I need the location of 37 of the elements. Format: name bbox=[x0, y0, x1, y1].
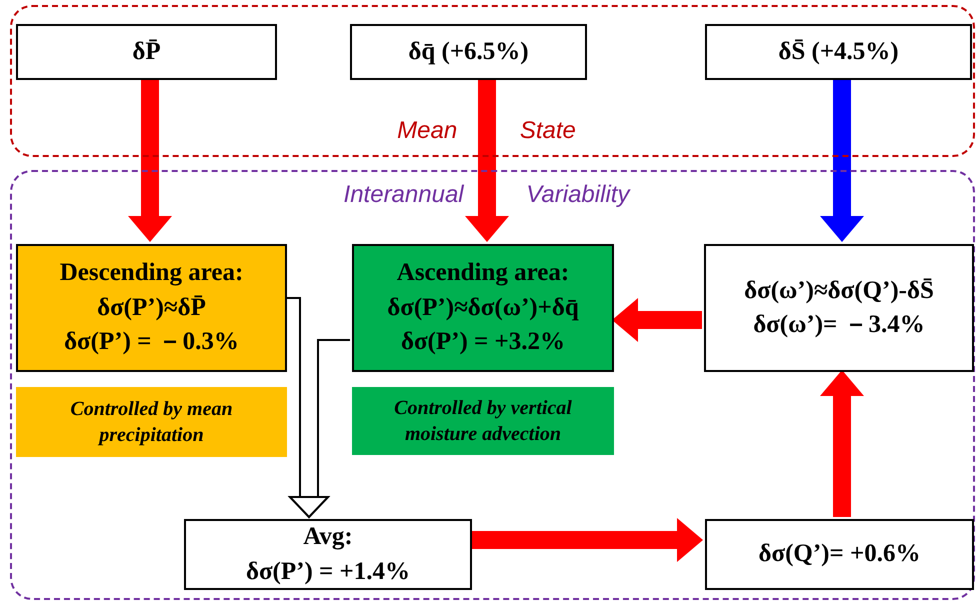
node-text: δσ(P’)≈δσ(ω’)+δq̄ bbox=[387, 292, 579, 323]
dashed-region bbox=[10, 5, 975, 157]
node-text: δσ(P’) = －0.3% bbox=[64, 327, 239, 358]
arrow bbox=[820, 78, 864, 242]
node-text: Ascending area: bbox=[396, 258, 570, 288]
caption-panel bbox=[352, 387, 614, 455]
caption-text: Controlled by mean precipitation bbox=[69, 397, 234, 448]
arrow bbox=[470, 518, 703, 562]
process-box bbox=[352, 244, 614, 372]
arrow bbox=[612, 298, 702, 342]
arrow bbox=[128, 78, 172, 242]
node-text: δP̄ bbox=[132, 36, 161, 67]
node-text: δS̄ (+4.5%) bbox=[778, 36, 899, 67]
caption-text: Controlled by vertical moisture advection bbox=[393, 396, 573, 447]
process-box bbox=[705, 519, 974, 590]
node-text: δσ(P’) = +1.4% bbox=[246, 556, 410, 586]
process-box bbox=[704, 244, 974, 372]
node-text: Descending area: bbox=[60, 258, 244, 288]
process-box bbox=[16, 244, 287, 372]
region-label: Interannual Variability bbox=[344, 181, 630, 209]
node-text: δσ(ω’)≈δσ(Q’)-δS̄ bbox=[744, 276, 934, 306]
caption-panel bbox=[16, 387, 287, 457]
dashed-region bbox=[10, 170, 975, 600]
arrow bbox=[465, 78, 509, 242]
process-box bbox=[350, 24, 587, 80]
arrow bbox=[289, 339, 350, 518]
process-box bbox=[16, 24, 277, 80]
node-text: Avg: bbox=[303, 522, 353, 552]
node-text: δσ(P’) = +3.2% bbox=[400, 327, 566, 358]
node-text: δσ(P’)≈δP̄ bbox=[97, 292, 206, 323]
arrow bbox=[820, 370, 864, 517]
node-text: δσ(Q’)= +0.6% bbox=[758, 539, 920, 570]
node-text: δq̄ (+6.5%) bbox=[408, 36, 529, 67]
node-text: δσ(ω’)= －3.4% bbox=[753, 310, 925, 340]
process-box bbox=[705, 24, 972, 80]
region-label: Mean State bbox=[397, 117, 576, 145]
process-box bbox=[184, 519, 472, 590]
